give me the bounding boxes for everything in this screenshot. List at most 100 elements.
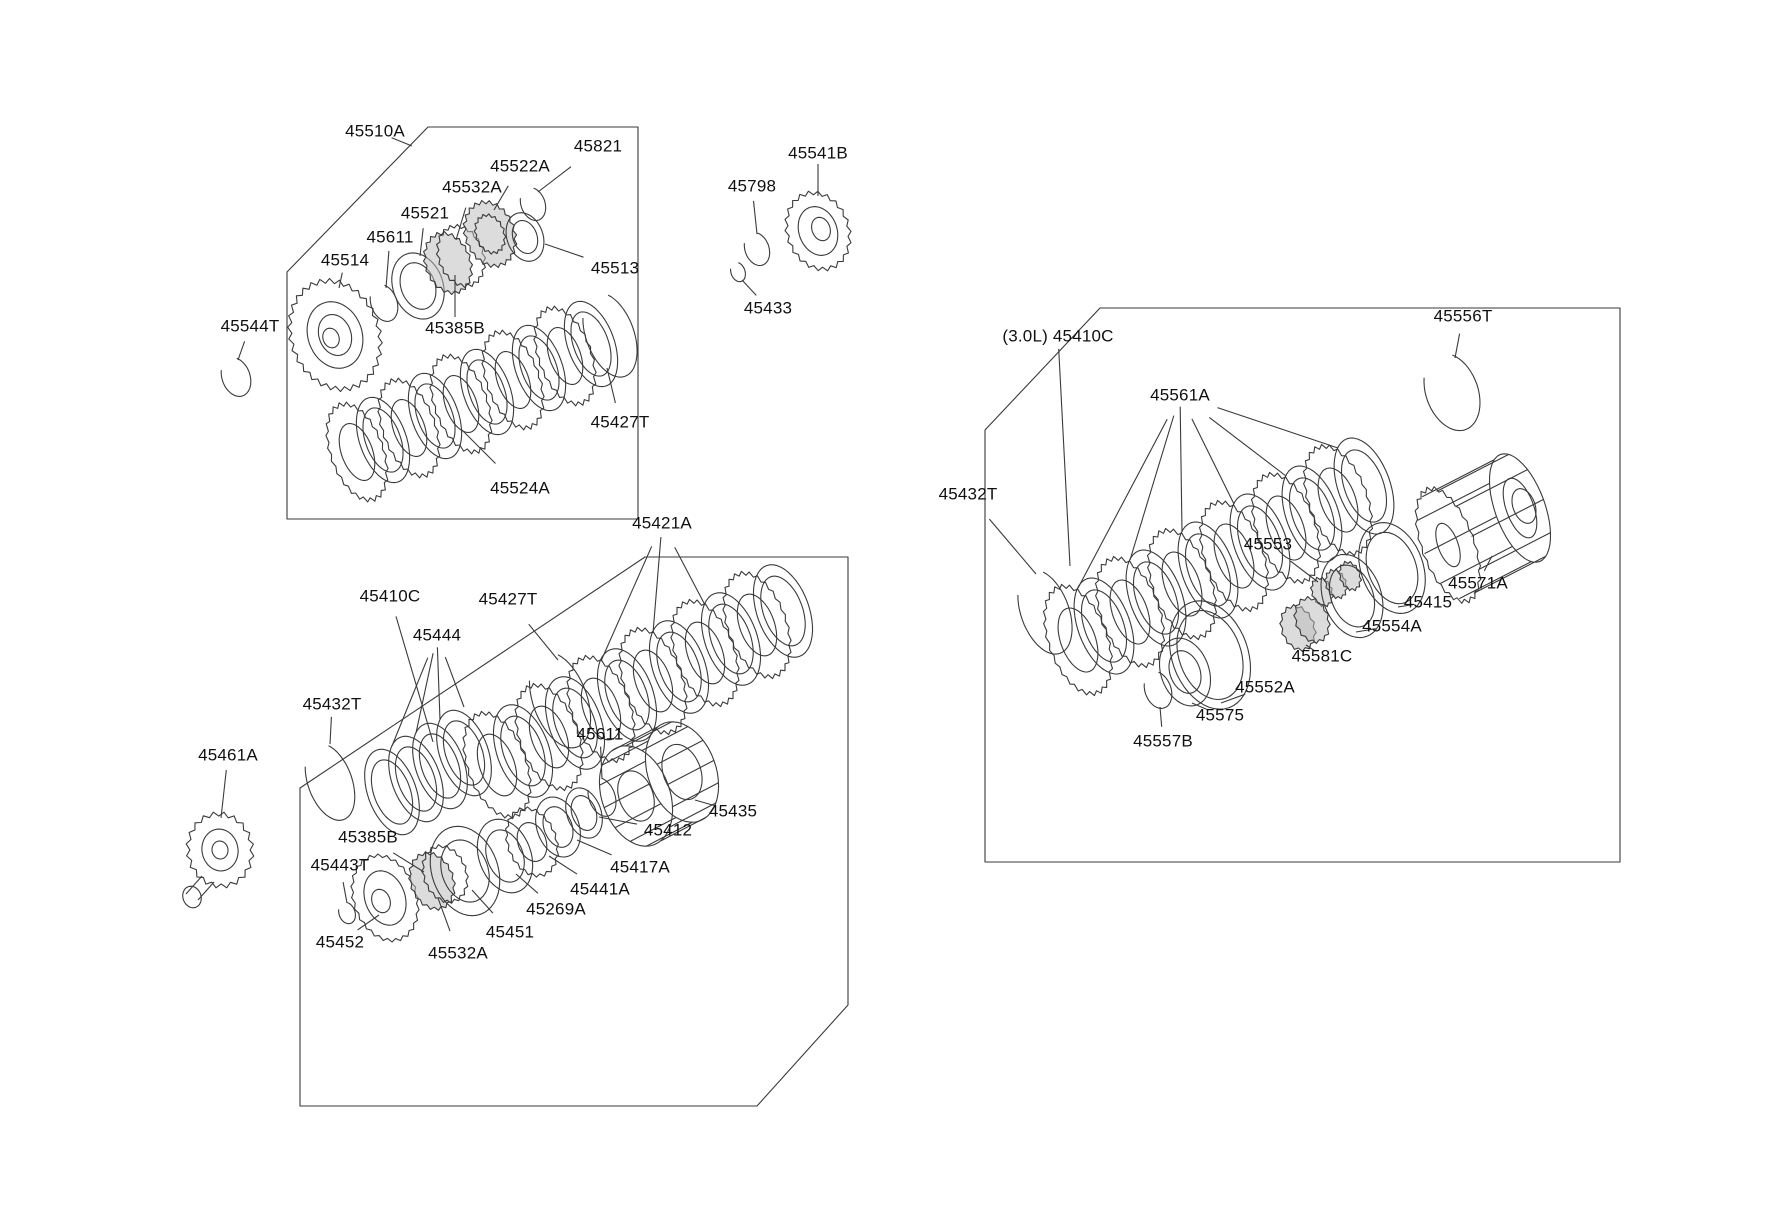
ring-part	[811, 216, 831, 242]
steel-clutch-plate	[1333, 437, 1395, 535]
steel-clutch-plate	[511, 324, 567, 412]
drum-rib	[672, 782, 719, 808]
steel-clutch-plate	[1184, 533, 1232, 607]
leader-line	[1129, 415, 1175, 561]
ring-part	[1328, 564, 1376, 628]
leader-line	[436, 647, 441, 721]
steel-clutch-plate	[1132, 561, 1180, 635]
steel-clutch-plate	[407, 372, 463, 460]
toothed-part	[784, 190, 852, 272]
drum-rib	[1459, 561, 1532, 600]
leader-line	[329, 716, 332, 745]
leader-line	[598, 816, 638, 825]
ring-part	[1168, 600, 1252, 710]
drum-face-hole	[1435, 522, 1461, 568]
steel-clutch-plate	[418, 733, 462, 799]
toothed-clutch-plate	[632, 649, 674, 713]
drum-rib	[1440, 545, 1513, 584]
ring-part	[322, 327, 340, 349]
ring-part	[542, 806, 574, 848]
snap-ring	[1017, 571, 1073, 655]
drum-rib	[1421, 459, 1495, 498]
leader-line	[752, 200, 758, 235]
toothed-clutch-plate	[325, 401, 389, 503]
ring-part	[1320, 553, 1384, 639]
leader-line	[1305, 644, 1316, 652]
ring-part	[211, 840, 229, 860]
toothed-clutch-plate	[1198, 499, 1270, 613]
toothed-part	[422, 230, 474, 296]
toothed-clutch-plate	[533, 305, 597, 407]
drum-face	[1414, 486, 1482, 604]
toothed-clutch-plate	[514, 682, 584, 792]
toothed-clutch-plate	[1042, 583, 1114, 697]
leader-line	[237, 341, 246, 361]
toothed-clutch-plate	[1317, 467, 1359, 533]
steel-clutch-plate	[1080, 589, 1128, 663]
leader-line	[515, 873, 539, 894]
leader-line	[493, 185, 509, 211]
shaft-line	[197, 881, 215, 901]
group-outline	[286, 126, 639, 520]
ring-part	[182, 885, 202, 909]
leader-line	[528, 623, 559, 661]
drum-face-hole	[617, 770, 655, 822]
ring-part	[797, 206, 839, 256]
toothed-part	[185, 811, 255, 889]
toothed-clutch-plate	[1161, 551, 1203, 617]
toothed-clutch-plate	[476, 733, 518, 797]
leader-line	[652, 536, 662, 634]
ring-part	[1158, 637, 1212, 707]
toothed-clutch-plate	[1250, 471, 1322, 585]
toothed-clutch-plate	[566, 654, 636, 764]
leader-line	[1220, 693, 1246, 704]
steel-clutch-plate	[708, 603, 754, 675]
drum-rib	[1424, 516, 1497, 555]
toothed-clutch-plate	[528, 705, 570, 769]
leader-line	[338, 272, 343, 289]
ring-part	[440, 839, 490, 903]
ring-part	[511, 219, 539, 255]
toothed-clutch-plate	[390, 399, 428, 457]
snap-ring	[338, 902, 356, 925]
group-outline	[984, 307, 1621, 863]
ring-part	[1365, 531, 1419, 605]
leader-line	[606, 367, 616, 404]
steel-clutch-plate	[370, 759, 414, 825]
snap-ring	[1423, 354, 1481, 432]
toothed-clutch-plate	[1213, 523, 1255, 589]
ring-part	[306, 301, 364, 369]
shaft-line	[185, 875, 203, 895]
ring-part	[371, 888, 391, 914]
leader-line	[674, 547, 706, 606]
drum-end	[661, 743, 703, 801]
snap-ring	[304, 745, 356, 821]
toothed-clutch-plate	[377, 377, 441, 479]
drum-rib	[669, 802, 717, 828]
leader-line	[741, 279, 757, 296]
leader-line	[1290, 560, 1319, 583]
toothed-clutch-plate	[1057, 607, 1099, 673]
ring-part	[505, 212, 545, 262]
leader-line	[1159, 706, 1163, 727]
toothed-clutch-plate	[1109, 579, 1151, 645]
leader-line	[220, 769, 227, 819]
drum-face	[598, 745, 674, 847]
group-outline	[299, 556, 849, 1107]
leader-line	[1191, 702, 1208, 711]
drum-rib	[1455, 469, 1528, 508]
drum-rib	[629, 817, 677, 842]
steel-clutch-plate	[459, 348, 515, 436]
leader-line	[1397, 603, 1415, 608]
snap-ring	[743, 232, 771, 267]
toothed-clutch-plate	[494, 351, 532, 409]
leader-line	[1483, 555, 1493, 572]
steel-clutch-plate	[1288, 477, 1336, 551]
leader-line	[471, 889, 494, 914]
leader-line	[600, 546, 653, 662]
drum-rib	[656, 739, 704, 765]
snap-ring	[587, 778, 617, 817]
leader-line	[537, 166, 572, 193]
